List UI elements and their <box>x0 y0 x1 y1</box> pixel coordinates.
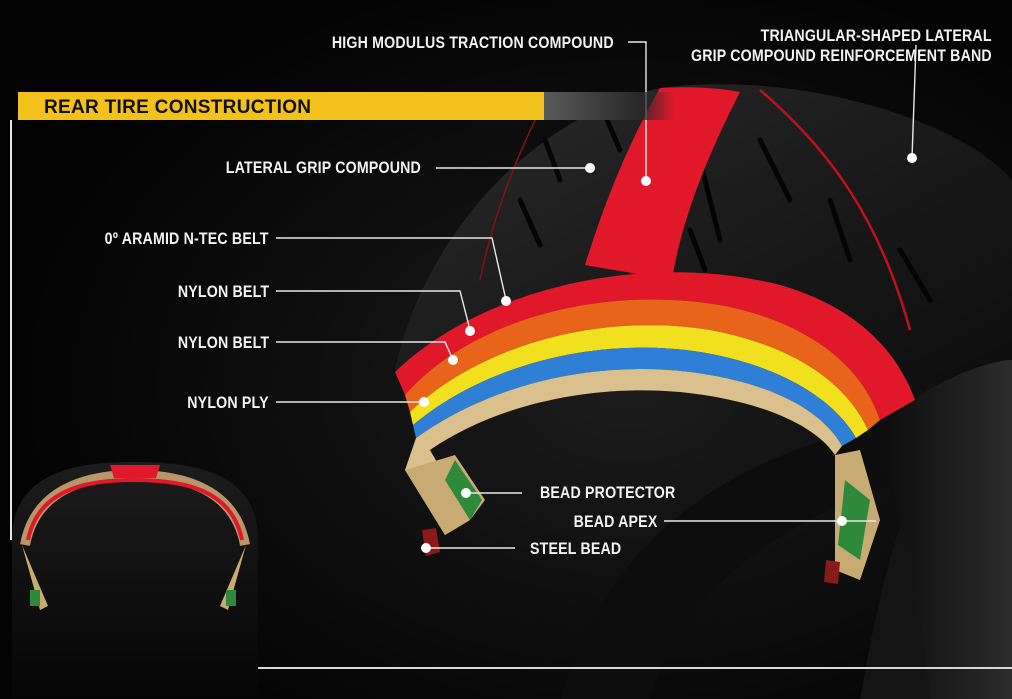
nylon-belt-1-layer <box>410 325 868 438</box>
label-steel-bead: STEEL BEAD <box>530 540 622 558</box>
bottom-rule <box>258 667 1012 669</box>
page-title: REAR TIRE CONSTRUCTION <box>44 97 312 118</box>
title-bar <box>18 92 544 120</box>
inset-cross-section <box>10 120 258 699</box>
steel-bead-right <box>824 560 840 584</box>
lateral-edge-line <box>479 109 541 281</box>
label-bead-protector: BEAD PROTECTOR <box>540 484 676 502</box>
tread-grooves <box>517 112 933 303</box>
label-bead-apex: BEAD APEX <box>573 513 657 531</box>
bead-protector-right <box>838 480 870 560</box>
tread-compound-layer <box>395 272 915 420</box>
leader-lines <box>276 41 917 549</box>
title-bar-fade <box>544 92 674 120</box>
traction-compound-strip <box>585 87 740 280</box>
nylon-belt-2-layer <box>413 347 856 446</box>
label-nylon-ply: NYLON PLY <box>187 394 269 412</box>
reinforcement-band-line <box>759 89 912 331</box>
aramid-belt-layer <box>405 299 880 430</box>
leader-dots <box>419 153 917 553</box>
label-nylon-belt-1: NYLON BELT <box>177 283 269 301</box>
label-high-modulus-traction-compound: HIGH MODULUS TRACTION COMPOUND <box>332 34 614 52</box>
label-aramid-belt: 0º ARAMID N-TEC BELT <box>105 230 269 248</box>
label-triangular-line-2: GRIP COMPOUND REINFORCEMENT BAND <box>691 47 992 65</box>
label-triangular-line-1: TRIANGULAR-SHAPED LATERAL <box>760 27 992 45</box>
label-nylon-belt-2: NYLON BELT <box>177 334 269 352</box>
label-lateral-grip-compound: LATERAL GRIP COMPOUND <box>225 159 421 177</box>
tire-sidewall <box>870 360 1012 699</box>
